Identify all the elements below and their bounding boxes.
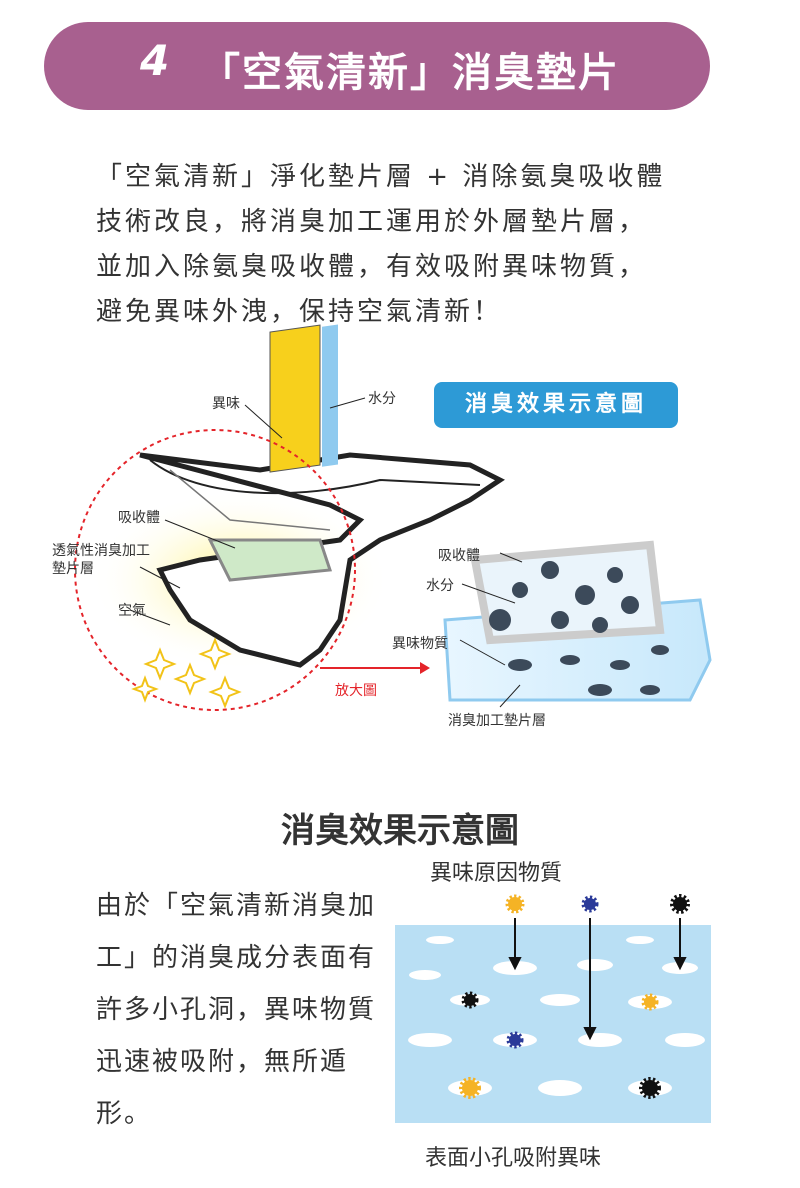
zoom-circle [74, 429, 356, 711]
label-breathable-pad-2: 墊片層 [52, 561, 94, 577]
body-line: 許多小孔洞，異味物質 [96, 995, 377, 1025]
moisture-strip [322, 324, 338, 467]
intro-line: 避免異味外洩，保持空氣清新！ [96, 297, 503, 327]
body-line: 形。 [96, 1099, 153, 1129]
intro-line: 「空氣清新」淨化墊片層 + 消除氨臭吸收體 [96, 162, 666, 192]
body-line: 由於「空氣清新消臭加 [96, 891, 377, 921]
odor-molecule-icons [459, 894, 690, 1099]
label-absorber-zoom: 吸收體 [438, 548, 480, 564]
arrows [508, 918, 687, 1041]
section-header-banner [44, 22, 710, 110]
body-line: 迅速被吸附，無所遁 [96, 1047, 349, 1077]
label-moisture-zoom: 水分 [426, 578, 454, 594]
label-absorber: 吸收體 [118, 510, 160, 526]
label-air: 空氣 [118, 603, 146, 619]
body-line: 工」的消臭成分表面有 [96, 943, 377, 973]
odor-particles [489, 561, 669, 696]
label-odor: 異味 [212, 396, 240, 412]
cause-label: 異味原因物質 [430, 861, 563, 886]
section-number: 4 [140, 36, 170, 85]
leader-lines [129, 397, 523, 708]
intro-line: 技術改良，將消臭加工運用於外層墊片層， [96, 207, 648, 237]
section-title: 「空氣清新」消臭墊片 [200, 50, 620, 96]
effect-diagram-badge: 消臭效果示意圖 [434, 382, 678, 428]
label-moisture: 水分 [368, 391, 396, 407]
label-deodor-pad: 消臭加工墊片層 [448, 713, 546, 729]
intro-paragraph: 「空氣清新」淨化墊片層 + 消除氨臭吸收體 技術改良，將消臭加工運用於外層墊片層… [96, 155, 736, 335]
sparkle-icons [131, 637, 242, 709]
absorber-core [207, 538, 333, 582]
label-breathable-pad: 透氣性消臭加工 [52, 543, 150, 559]
surface-label: 表面小孔吸附異味 [425, 1146, 602, 1171]
label-odor-matter: 異味物質 [392, 636, 448, 652]
section2-body: 由於「空氣清新消臭加 工」的消臭成分表面有 許多小孔洞，異味物質 迅速被吸附，無… [96, 880, 386, 1140]
intro-line: 並加入除氨臭吸收體，有效吸附異味物質， [96, 252, 648, 282]
label-zoom: 放大圖 [335, 683, 377, 699]
section2-title: 消臭效果示意圖 [281, 811, 519, 851]
odor-strip [269, 324, 321, 473]
